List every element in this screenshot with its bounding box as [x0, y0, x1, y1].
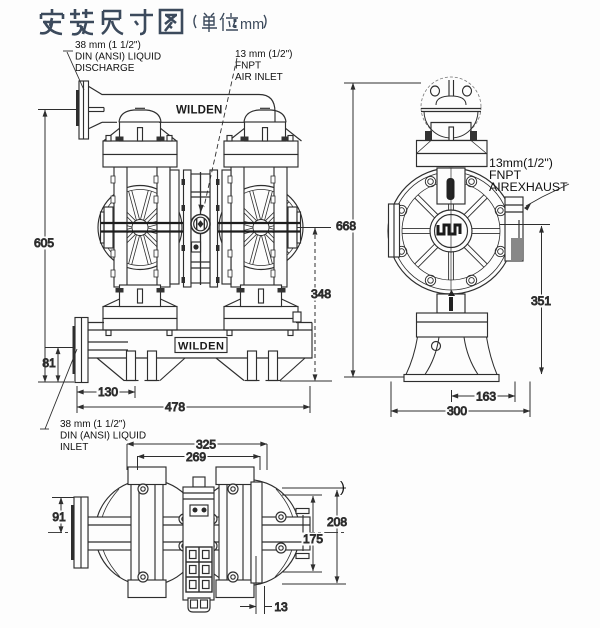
svg-text:38 mm (1 1/2"): 38 mm (1 1/2"): [60, 419, 126, 430]
svg-text:269: 269: [186, 450, 206, 464]
svg-text:208: 208: [327, 515, 347, 529]
svg-text:351: 351: [531, 294, 551, 308]
svg-text:AIREXHAUST: AIREXHAUST: [489, 180, 568, 194]
svg-text:WILDEN: WILDEN: [178, 341, 224, 353]
svg-text:DISCHARGE: DISCHARGE: [75, 63, 135, 74]
svg-text:13 mm (1/2"): 13 mm (1/2"): [235, 49, 292, 60]
svg-text:81: 81: [42, 356, 56, 370]
svg-text:13mm(1/2"): 13mm(1/2"): [489, 156, 553, 170]
svg-text:130: 130: [98, 385, 118, 399]
svg-text:DIN (ANSI) LIQUID: DIN (ANSI) LIQUID: [60, 431, 146, 442]
svg-text:325: 325: [196, 438, 216, 452]
svg-text:AIR INLET: AIR INLET: [235, 72, 283, 83]
svg-text:348: 348: [311, 287, 331, 301]
svg-text:FNPT: FNPT: [489, 168, 522, 182]
svg-text:605: 605: [34, 236, 54, 250]
svg-text:91: 91: [52, 510, 66, 524]
svg-text:13: 13: [274, 600, 288, 614]
svg-text:300: 300: [447, 404, 467, 418]
svg-text:668: 668: [336, 219, 356, 233]
svg-text:38 mm (1 1/2"): 38 mm (1 1/2"): [75, 40, 141, 51]
svg-text:mm: mm: [240, 17, 264, 33]
svg-text:478: 478: [165, 400, 185, 414]
svg-text:): ): [340, 479, 345, 496]
svg-text:WILDEN: WILDEN: [176, 105, 223, 117]
svg-text:INLET: INLET: [60, 442, 88, 453]
svg-text:175: 175: [303, 532, 323, 546]
svg-text:163: 163: [476, 390, 496, 404]
svg-text:FNPT: FNPT: [235, 61, 261, 72]
svg-text:DIN (ANSI) LIQUID: DIN (ANSI) LIQUID: [75, 52, 161, 63]
